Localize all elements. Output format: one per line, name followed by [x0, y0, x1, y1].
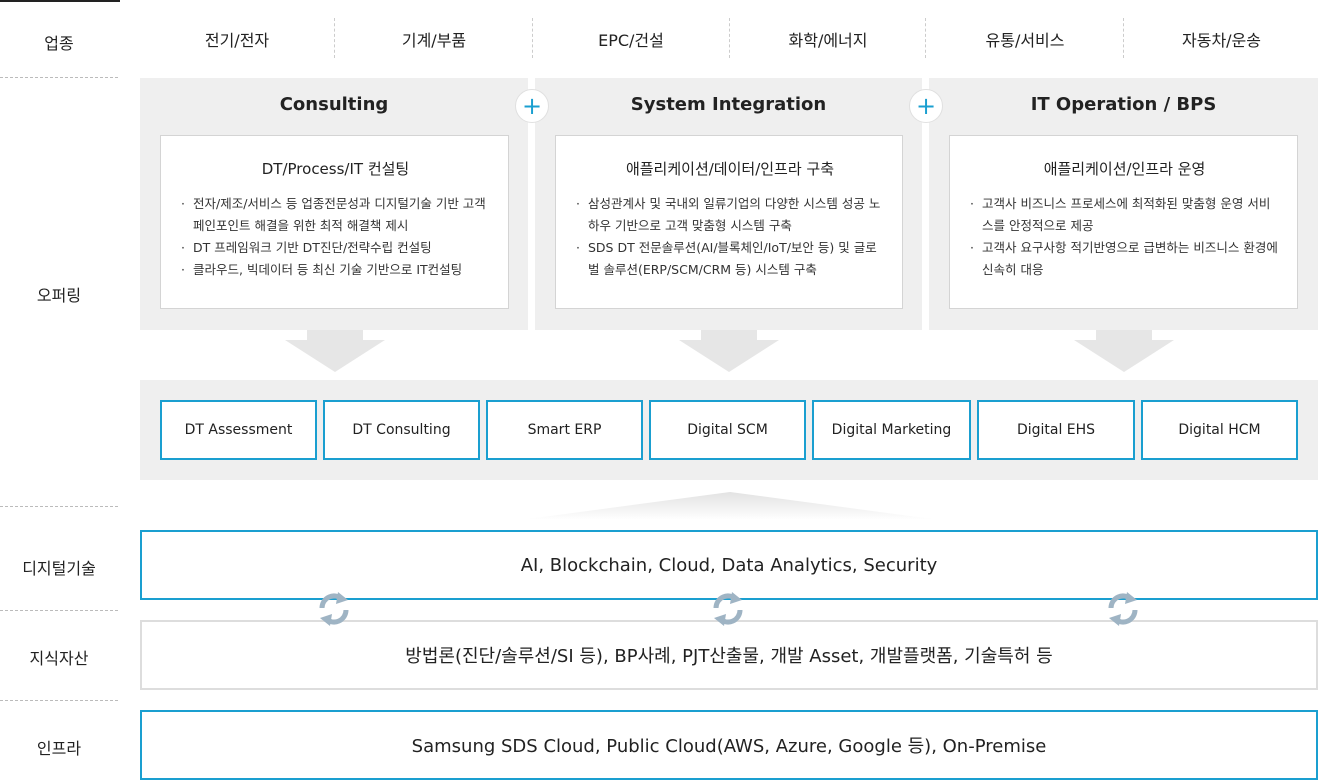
list-item: 고객사 비즈니스 프로세스에 최적화된 맞춤형 운영 서비스를 안정적으로 제공 — [970, 193, 1279, 237]
label-industry: 업종 — [44, 34, 74, 53]
industry-divider — [729, 18, 730, 58]
list-item: SDS DT 전문솔루션(AI/블록체인/IoT/보안 등) 및 글로벌 솔루션… — [576, 237, 884, 281]
industry-chemical: 화학/에너지 — [788, 31, 868, 50]
refresh-cycle-icon — [713, 592, 743, 626]
card-title: 애플리케이션/데이터/인프라 구축 — [625, 160, 835, 178]
solutions-panel: DT Assessment DT Consulting Smart ERP Di… — [140, 380, 1318, 480]
industry-divider — [532, 18, 533, 58]
card-list: 전자/제조/서비스 등 업종전문성과 디지털기술 기반 고객 페인포인트 해결을… — [181, 193, 490, 281]
solution-digital-marketing: Digital Marketing — [812, 400, 971, 460]
refresh-cycle-icon — [319, 592, 349, 626]
offering-card: DT/Process/IT 컨설팅 전자/제조/서비스 등 업종전문성과 디지털… — [160, 135, 509, 309]
digital-tech-bar: AI, Blockchain, Cloud, Data Analytics, S… — [140, 530, 1318, 600]
panel-title: IT Operation / BPS — [1030, 94, 1217, 115]
plus-icon: + — [515, 89, 549, 123]
infrastructure-bar: Samsung SDS Cloud, Public Cloud(AWS, Azu… — [140, 710, 1318, 780]
down-arrow-icon — [1074, 330, 1174, 372]
list-item: 클라우드, 빅데이터 등 최신 기술 기반으로 IT컨설팅 — [181, 259, 490, 281]
top-rule — [0, 0, 120, 2]
up-wedge-shape — [520, 492, 940, 520]
solution-dt-assessment: DT Assessment — [160, 400, 317, 460]
list-item: DT 프레임워크 기반 DT진단/전략수립 컨설팅 — [181, 237, 490, 259]
plus-icon: + — [909, 89, 943, 123]
solution-digital-ehs: Digital EHS — [977, 400, 1135, 460]
divider — [0, 506, 118, 507]
divider — [0, 77, 118, 78]
refresh-cycle-icon — [1108, 592, 1138, 626]
industry-epc: EPC/건설 — [598, 31, 664, 50]
divider — [0, 700, 118, 701]
industry-distribution: 유통/서비스 — [985, 31, 1065, 50]
list-item: 전자/제조/서비스 등 업종전문성과 디지털기술 기반 고객 페인포인트 해결을… — [181, 193, 490, 237]
industry-machinery: 기계/부품 — [401, 31, 467, 50]
solution-smart-erp: Smart ERP — [486, 400, 643, 460]
card-list: 고객사 비즈니스 프로세스에 최적화된 맞춤형 운영 서비스를 안정적으로 제공… — [970, 193, 1279, 281]
industry-divider — [334, 18, 335, 58]
solution-dt-consulting: DT Consulting — [323, 400, 480, 460]
label-digital-tech: 디지털기술 — [22, 559, 96, 578]
offering-panel-system-integration: System Integration 애플리케이션/데이터/인프라 구축 삼성관… — [535, 78, 922, 330]
divider — [0, 610, 118, 611]
panel-title: System Integration — [630, 94, 827, 115]
label-offering: 오퍼링 — [36, 286, 82, 305]
offering-card: 애플리케이션/데이터/인프라 구축 삼성관계사 및 국내외 일류기업의 다양한 … — [555, 135, 903, 309]
label-infrastructure: 인프라 — [36, 739, 82, 758]
list-item: 삼성관계사 및 국내외 일류기업의 다양한 시스템 성공 노하우 기반으로 고객… — [576, 193, 884, 237]
solution-digital-scm: Digital SCM — [649, 400, 806, 460]
offering-panel-it-operation: IT Operation / BPS 애플리케이션/인프라 운영 고객사 비즈니… — [929, 78, 1318, 330]
label-knowledge-assets: 지식자산 — [29, 649, 89, 668]
offering-card: 애플리케이션/인프라 운영 고객사 비즈니스 프로세스에 최적화된 맞춤형 운영… — [949, 135, 1298, 309]
card-list: 삼성관계사 및 국내외 일류기업의 다양한 시스템 성공 노하우 기반으로 고객… — [576, 193, 884, 281]
industry-divider — [1123, 18, 1124, 58]
offering-panel-consulting: Consulting DT/Process/IT 컨설팅 전자/제조/서비스 등… — [140, 78, 528, 330]
down-arrow-icon — [679, 330, 779, 372]
industry-divider — [925, 18, 926, 58]
list-item: 고객사 요구사항 적기반영으로 급변하는 비즈니스 환경에 신속히 대응 — [970, 237, 1279, 281]
card-title: 애플리케이션/인프라 운영 — [1043, 160, 1206, 178]
down-arrow-icon — [285, 330, 385, 372]
knowledge-assets-bar: 방법론(진단/솔루션/SI 등), BP사례, PJT산출물, 개발 Asset… — [140, 620, 1318, 690]
card-title: DT/Process/IT 컨설팅 — [261, 160, 410, 178]
panel-title: Consulting — [279, 94, 389, 115]
industry-automotive: 자동차/운송 — [1182, 31, 1261, 50]
solution-digital-hcm: Digital HCM — [1141, 400, 1298, 460]
industry-electronics: 전기/전자 — [204, 31, 270, 50]
